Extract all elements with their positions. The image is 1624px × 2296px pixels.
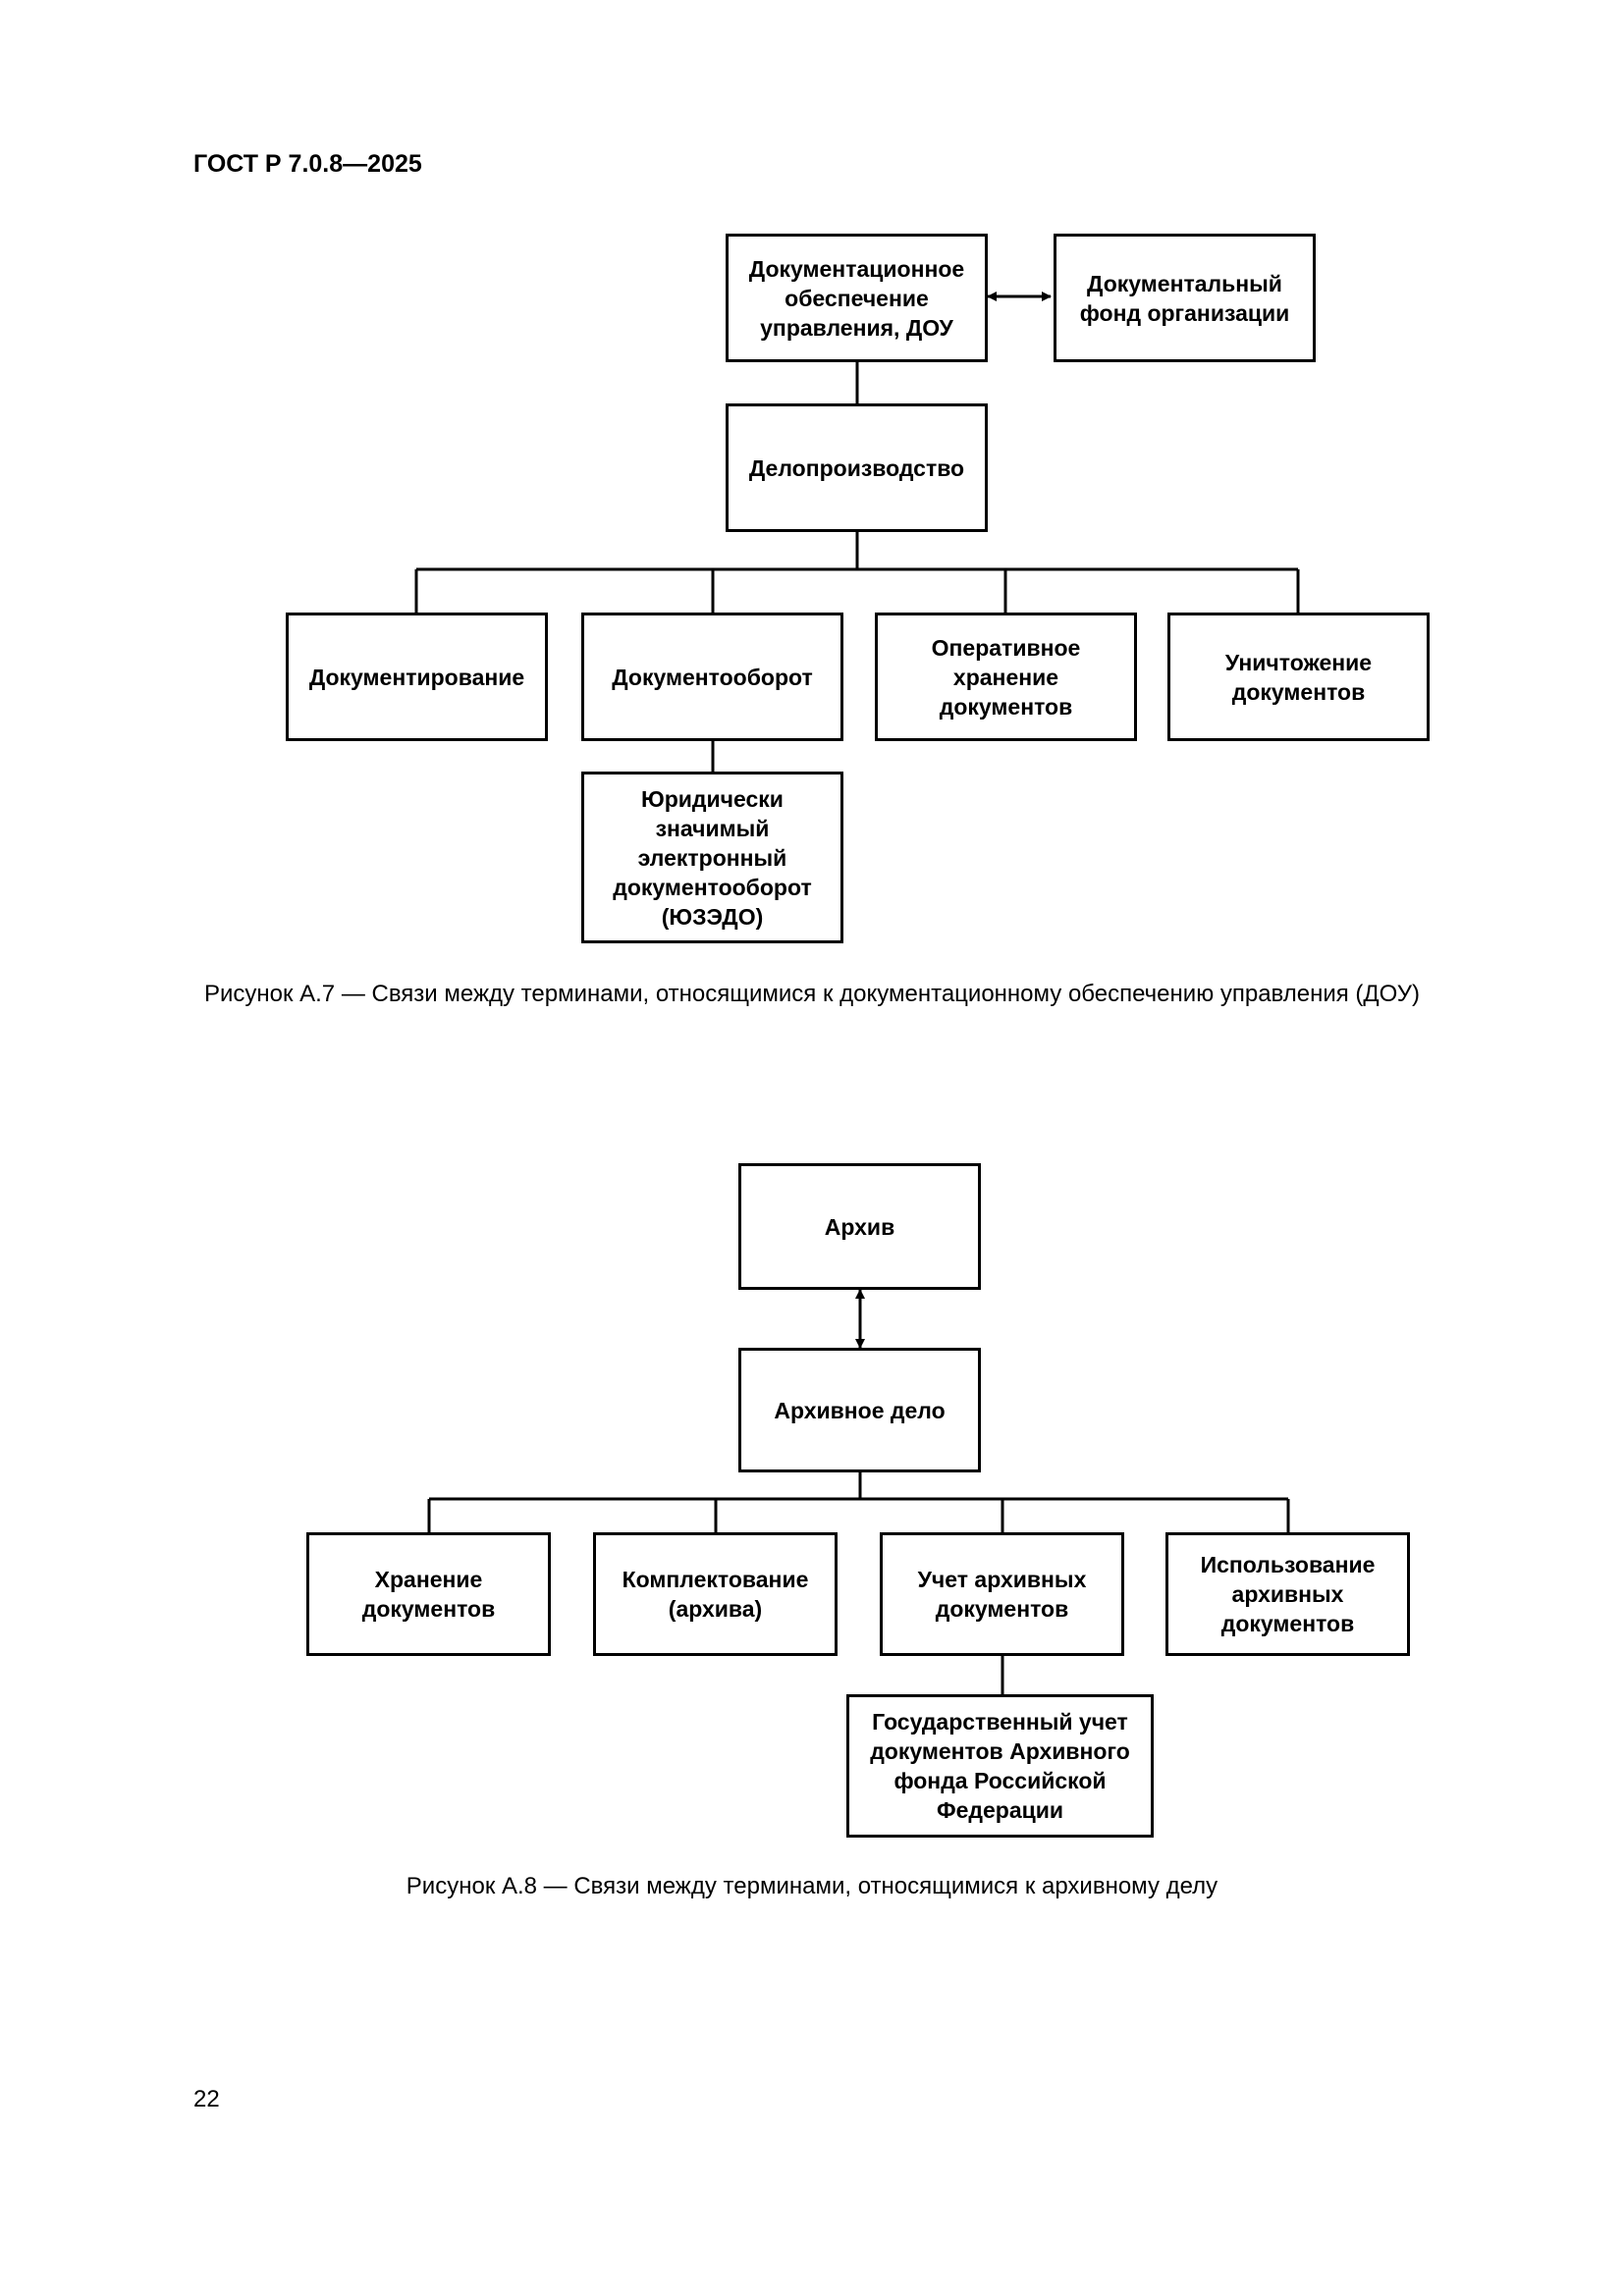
page-number: 22 (193, 2086, 220, 2112)
node-arkhiv-label: Архив (824, 1213, 895, 1240)
node-komplektovanie: Комплектование (архива) (593, 1532, 838, 1656)
node-dokumentirovanie-label: Документирование (308, 664, 525, 690)
node-arkhiv: Архив (738, 1163, 981, 1290)
figure-a8-caption: Рисунок А.8 — Связи между терминами, отн… (406, 1873, 1218, 1899)
node-deloproizvodstvo: Делопроизводство (726, 403, 988, 532)
node-ispolzovanie-label: Использование архивных документов (1200, 1552, 1376, 1636)
node-komplektovanie-label: Комплектование (архива) (622, 1567, 809, 1622)
node-dou-label: Документационное обеспечение управления,… (748, 255, 965, 341)
figure-a7-caption: Рисунок А.7 — Связи между терминами, отн… (203, 981, 1421, 1007)
node-uchet-label: Учет архивных документов (917, 1567, 1087, 1622)
node-arkhivnoe-delo: Архивное дело (738, 1348, 981, 1472)
node-unichtozhenie-label: Уничтожение документов (1224, 649, 1373, 705)
node-unichtozhenie: Уничтожение документов (1167, 613, 1430, 741)
node-deloproizvodstvo-label: Делопроизводство (748, 454, 965, 481)
node-gos-uchet: Государственный учет документов Архивног… (846, 1694, 1154, 1838)
node-yuzedo: Юридически значимый электронный документ… (581, 772, 843, 943)
node-operativnoe-khranenie-label: Оперативное хранение документов (931, 634, 1081, 720)
node-operativnoe-khranenie: Оперативное хранение документов (875, 613, 1137, 741)
node-khranenie: Хранение документов (306, 1532, 551, 1656)
node-dokumentooborot: Документооборот (581, 613, 843, 741)
node-arkhivnoe-delo-label: Архивное дело (774, 1397, 946, 1423)
node-fond-label: Документальный фонд организации (1079, 270, 1290, 326)
node-dou: Документационное обеспечение управления,… (726, 234, 988, 362)
node-ispolzovanie: Использование архивных документов (1165, 1532, 1410, 1656)
node-yuzedo-label: Юридически значимый электронный документ… (613, 785, 812, 930)
node-gos-uchet-label: Государственный учет документов Архивног… (870, 1709, 1130, 1823)
node-uchet: Учет архивных документов (880, 1532, 1124, 1656)
node-dokumentirovanie: Документирование (286, 613, 548, 741)
node-fond: Документальный фонд организации (1054, 234, 1316, 362)
node-dokumentooborot-label: Документооборот (612, 664, 813, 690)
standard-code: ГОСТ Р 7.0.8—2025 (193, 150, 422, 178)
node-khranenie-label: Хранение документов (361, 1567, 496, 1622)
